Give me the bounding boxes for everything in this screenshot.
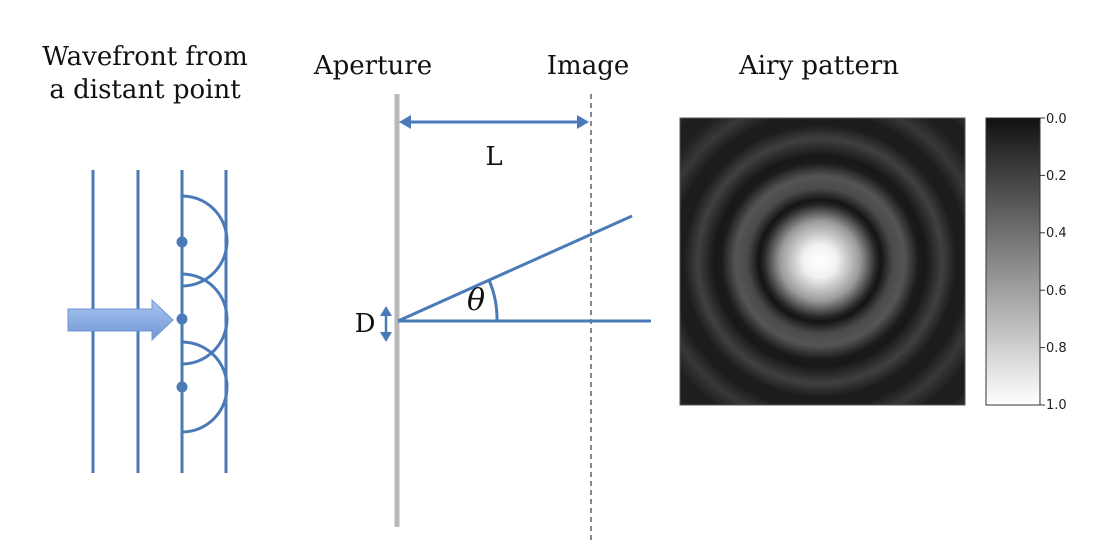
source-dot	[176, 236, 188, 248]
wavelet-arc	[181, 272, 229, 366]
image-title: Image	[547, 51, 629, 81]
colorbar-tick-label: 0.8	[1046, 341, 1067, 356]
wavefront-title-line1: Wavefront from	[42, 42, 248, 72]
colorbar-tick-label: 0.6	[1046, 284, 1067, 299]
aperture-title: Aperture	[313, 51, 432, 81]
wavelet-arc	[181, 194, 229, 288]
length-label: L	[485, 142, 502, 172]
airy-pattern-image	[680, 118, 965, 405]
colorbar-tick-label: 0.4	[1046, 226, 1067, 241]
airy-pattern-title: Airy pattern	[738, 51, 899, 81]
colorbar-tick-label: 0.2	[1046, 169, 1067, 184]
colorbar-tick-labels: 0.0 0.2 0.4 0.6 0.8 1.0	[1046, 112, 1067, 413]
angle-arc	[487, 279, 499, 322]
angle-theta-label: θ	[467, 283, 485, 318]
huygens-wavelets	[181, 194, 229, 434]
airy-pattern-frame	[679, 117, 966, 406]
angle-rays	[397, 214, 651, 323]
diffracted-ray	[397, 214, 633, 323]
colorbar-ticks	[1040, 117, 1045, 406]
source-dot	[176, 313, 188, 325]
diameter-label: D	[355, 309, 376, 339]
huygens-source-dots	[176, 236, 188, 393]
diameter-dimension-arrow	[380, 306, 392, 342]
colorbar-tick-label: 0.0	[1046, 112, 1067, 127]
source-dot	[176, 381, 188, 393]
incoming-light-arrow	[67, 298, 174, 342]
wavefront-title-line2: a distant point	[49, 75, 241, 105]
colorbar	[985, 117, 1041, 406]
colorbar-tick-label: 1.0	[1046, 398, 1067, 413]
wavelet-arc	[181, 340, 229, 434]
length-dimension-arrow	[399, 115, 589, 129]
